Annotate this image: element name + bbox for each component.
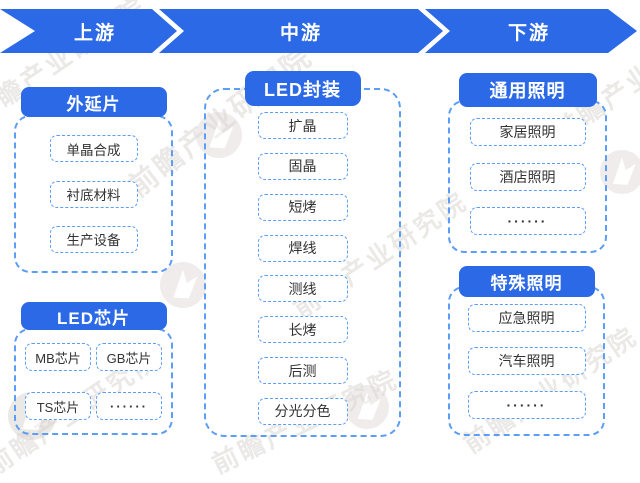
item-gb-chip: GB芯片	[96, 343, 162, 371]
item-automotive-lighting: 汽车照明	[467, 347, 586, 375]
group-body-general-lighting: 家居照明 酒店照明 ······	[448, 100, 607, 253]
stage-label-upstream: 上游	[73, 22, 116, 44]
group-body-epitaxial-wafer: 单晶合成 衬底材料 生产设备	[14, 115, 173, 273]
item-post-testing: 后测	[257, 357, 348, 385]
stage-banner: 上游 中游 下游	[0, 9, 640, 53]
group-led-packaging: LED封装 扩晶 固晶 短烤 焊线 测线 长烤 后测 分光分色	[204, 71, 401, 437]
group-title-led-packaging: LED封装	[244, 71, 361, 106]
item-die-bonding: 固晶	[257, 152, 348, 180]
item-ts-chip: TS芯片	[25, 392, 91, 420]
item-home-lighting: 家居照明	[469, 118, 586, 147]
item-light-color-sorting: 分光分色	[257, 397, 348, 425]
item-long-bake: 长烤	[257, 316, 348, 344]
item-ellipsis: ······	[96, 392, 162, 420]
group-led-chip: LED芯片 MB芯片 GB芯片 TS芯片 ······	[14, 302, 173, 435]
item-wire-testing: 测线	[257, 275, 348, 303]
item-wire-bonding: 焊线	[257, 234, 348, 262]
stage-label-midstream: 中游	[279, 22, 322, 44]
item-production-equipment: 生产设备	[49, 225, 138, 253]
group-body-led-packaging: 扩晶 固晶 短烤 焊线 测线 长烤 后测 分光分色	[204, 88, 401, 437]
group-general-lighting: 通用照明 家居照明 酒店照明 ······	[448, 73, 607, 253]
group-title-led-chip: LED芯片	[20, 302, 167, 330]
item-short-bake: 短烤	[257, 193, 348, 221]
group-special-lighting: 特殊照明 应急照明 汽车照明 ······	[448, 266, 605, 436]
group-title-epitaxial-wafer: 外延片	[20, 87, 167, 117]
group-epitaxial-wafer: 外延片 单晶合成 衬底材料 生产设备	[14, 87, 173, 273]
item-ellipsis: ······	[467, 390, 586, 419]
item-mb-chip: MB芯片	[25, 343, 91, 371]
item-single-crystal-synthesis: 单晶合成	[49, 135, 138, 163]
item-ellipsis: ······	[469, 206, 586, 235]
group-body-led-chip: MB芯片 GB芯片 TS芯片 ······	[14, 328, 173, 435]
item-crystal-expansion: 扩晶	[257, 112, 348, 139]
group-title-general-lighting: 通用照明	[458, 73, 597, 107]
stage-label-downstream: 下游	[507, 22, 550, 44]
item-emergency-lighting: 应急照明	[467, 303, 586, 332]
stage-banner-ribbon	[0, 9, 637, 53]
group-title-special-lighting: 特殊照明	[458, 266, 595, 297]
group-body-special-lighting: 应急照明 汽车照明 ······	[448, 286, 605, 436]
item-hotel-lighting: 酒店照明	[469, 162, 586, 191]
item-substrate-materials: 衬底材料	[49, 180, 138, 208]
